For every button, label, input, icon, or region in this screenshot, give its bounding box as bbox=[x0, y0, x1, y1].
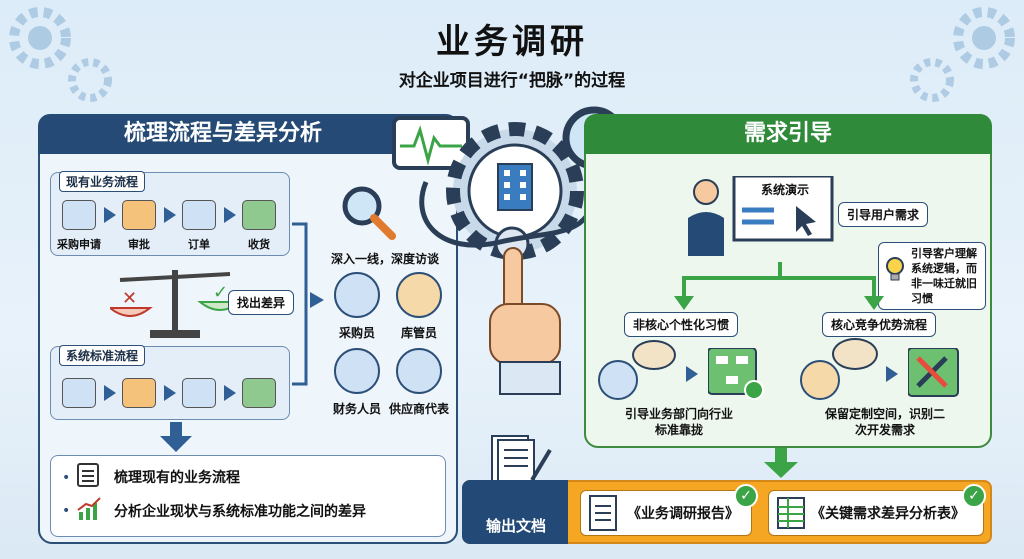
doc-title: 《业务调研报告》 bbox=[627, 506, 739, 522]
branch-left-label: 非核心个性化习惯 bbox=[624, 312, 739, 337]
balance-scale-icon: ✕ ✓ bbox=[110, 270, 240, 338]
avatar bbox=[334, 272, 380, 318]
down-arrow-icon bbox=[764, 448, 798, 478]
documents-icon bbox=[491, 435, 552, 487]
person-label: 财务人员 bbox=[332, 402, 381, 416]
guide-user-label: 引导用户需求 bbox=[838, 202, 929, 227]
find-diff-label: 找出差异 bbox=[228, 290, 295, 315]
gear-decoration-icon bbox=[9, 7, 112, 102]
step-label: 订单 bbox=[188, 238, 210, 251]
flow-arrow-icon bbox=[104, 207, 116, 223]
bullet-item: 梳理现有的业务流程 bbox=[114, 470, 240, 486]
receipt-icon bbox=[242, 378, 276, 408]
page-title: 业务调研 bbox=[436, 22, 588, 62]
branch-right-label: 核心竞争优势流程 bbox=[822, 312, 937, 337]
standard-flow-tag: 系统标准流程 bbox=[59, 345, 146, 366]
summary-box bbox=[50, 455, 446, 537]
flow-arrow-icon bbox=[164, 385, 176, 401]
step-label: 审批 bbox=[128, 238, 150, 251]
doc-title: 《关键需求差异分析表》 bbox=[811, 506, 965, 522]
document-icon bbox=[589, 495, 617, 531]
interview-label: 深入一线，深度访谈 bbox=[330, 252, 439, 266]
avatar bbox=[598, 360, 638, 400]
bullet-dot-icon: • bbox=[62, 503, 71, 519]
lightbulb-icon bbox=[886, 257, 904, 281]
purchase-request-icon bbox=[62, 200, 96, 230]
growth-chart-icon bbox=[77, 497, 101, 520]
demo-label: 系统演示 bbox=[760, 183, 809, 197]
checklist-icon bbox=[77, 463, 99, 487]
check-icon: ✓ bbox=[734, 484, 758, 508]
svg-text:✓: ✓ bbox=[213, 282, 228, 303]
thought-bubble-icon bbox=[632, 340, 676, 370]
right-panel-heading: 需求引导 bbox=[584, 114, 992, 154]
approval-icon bbox=[122, 378, 156, 408]
svg-text:✕: ✕ bbox=[122, 288, 137, 309]
target-bubble-icon bbox=[832, 338, 878, 370]
gear-decoration-icon bbox=[910, 7, 1015, 102]
magnifier-icon bbox=[342, 186, 396, 240]
avatar bbox=[334, 348, 380, 394]
monitor-icon bbox=[392, 116, 470, 170]
system-screen-icon bbox=[62, 378, 96, 408]
order-icon bbox=[182, 200, 216, 230]
presenter-icon bbox=[688, 176, 834, 256]
avatar bbox=[800, 360, 840, 400]
right-result-text: 保留定制空间，识别二次开发需求 bbox=[824, 407, 945, 437]
tools-icon bbox=[908, 348, 959, 397]
flow-arrow-icon bbox=[686, 366, 698, 382]
person-label: 采购员 bbox=[338, 326, 375, 340]
order-icon bbox=[182, 378, 216, 408]
hand-pointer-icon bbox=[489, 226, 561, 395]
person-label: 库管员 bbox=[400, 326, 437, 340]
branch-arrow-icon bbox=[674, 262, 884, 310]
output-label: 输出文档 bbox=[485, 517, 546, 535]
approval-icon bbox=[122, 200, 156, 230]
spreadsheet-icon bbox=[777, 497, 805, 529]
left-panel-heading: 梳理流程与差异分析 bbox=[38, 114, 458, 154]
step-label: 采购申请 bbox=[57, 238, 101, 251]
bullet-dot-icon: • bbox=[62, 470, 71, 486]
flow-arrow-icon bbox=[224, 385, 236, 401]
flow-arrow-icon bbox=[164, 207, 176, 223]
avatar bbox=[396, 348, 442, 394]
flow-arrow-icon bbox=[224, 207, 236, 223]
output-label-box bbox=[462, 480, 568, 544]
flowchart-icon bbox=[708, 348, 764, 400]
step-label: 收货 bbox=[248, 238, 270, 251]
person-label: 供应商代表 bbox=[388, 402, 449, 416]
left-result-text: 引导业务部门向行业标准靠拢 bbox=[624, 407, 733, 437]
avatar bbox=[396, 272, 442, 318]
bullet-item: 分析企业现状与系统标准功能之间的差异 bbox=[114, 504, 366, 520]
flow-arrow-icon bbox=[886, 366, 898, 382]
page-subtitle: 对企业项目进行“把脉”的过程 bbox=[398, 71, 626, 91]
flow-arrow-icon bbox=[104, 385, 116, 401]
down-arrow-icon bbox=[160, 422, 192, 452]
stethoscope-icon bbox=[419, 181, 599, 248]
bracket-arrow-icon bbox=[292, 222, 324, 386]
check-icon: ✓ bbox=[962, 484, 986, 508]
receipt-icon bbox=[242, 200, 276, 230]
current-flow-tag: 现有业务流程 bbox=[59, 171, 146, 192]
